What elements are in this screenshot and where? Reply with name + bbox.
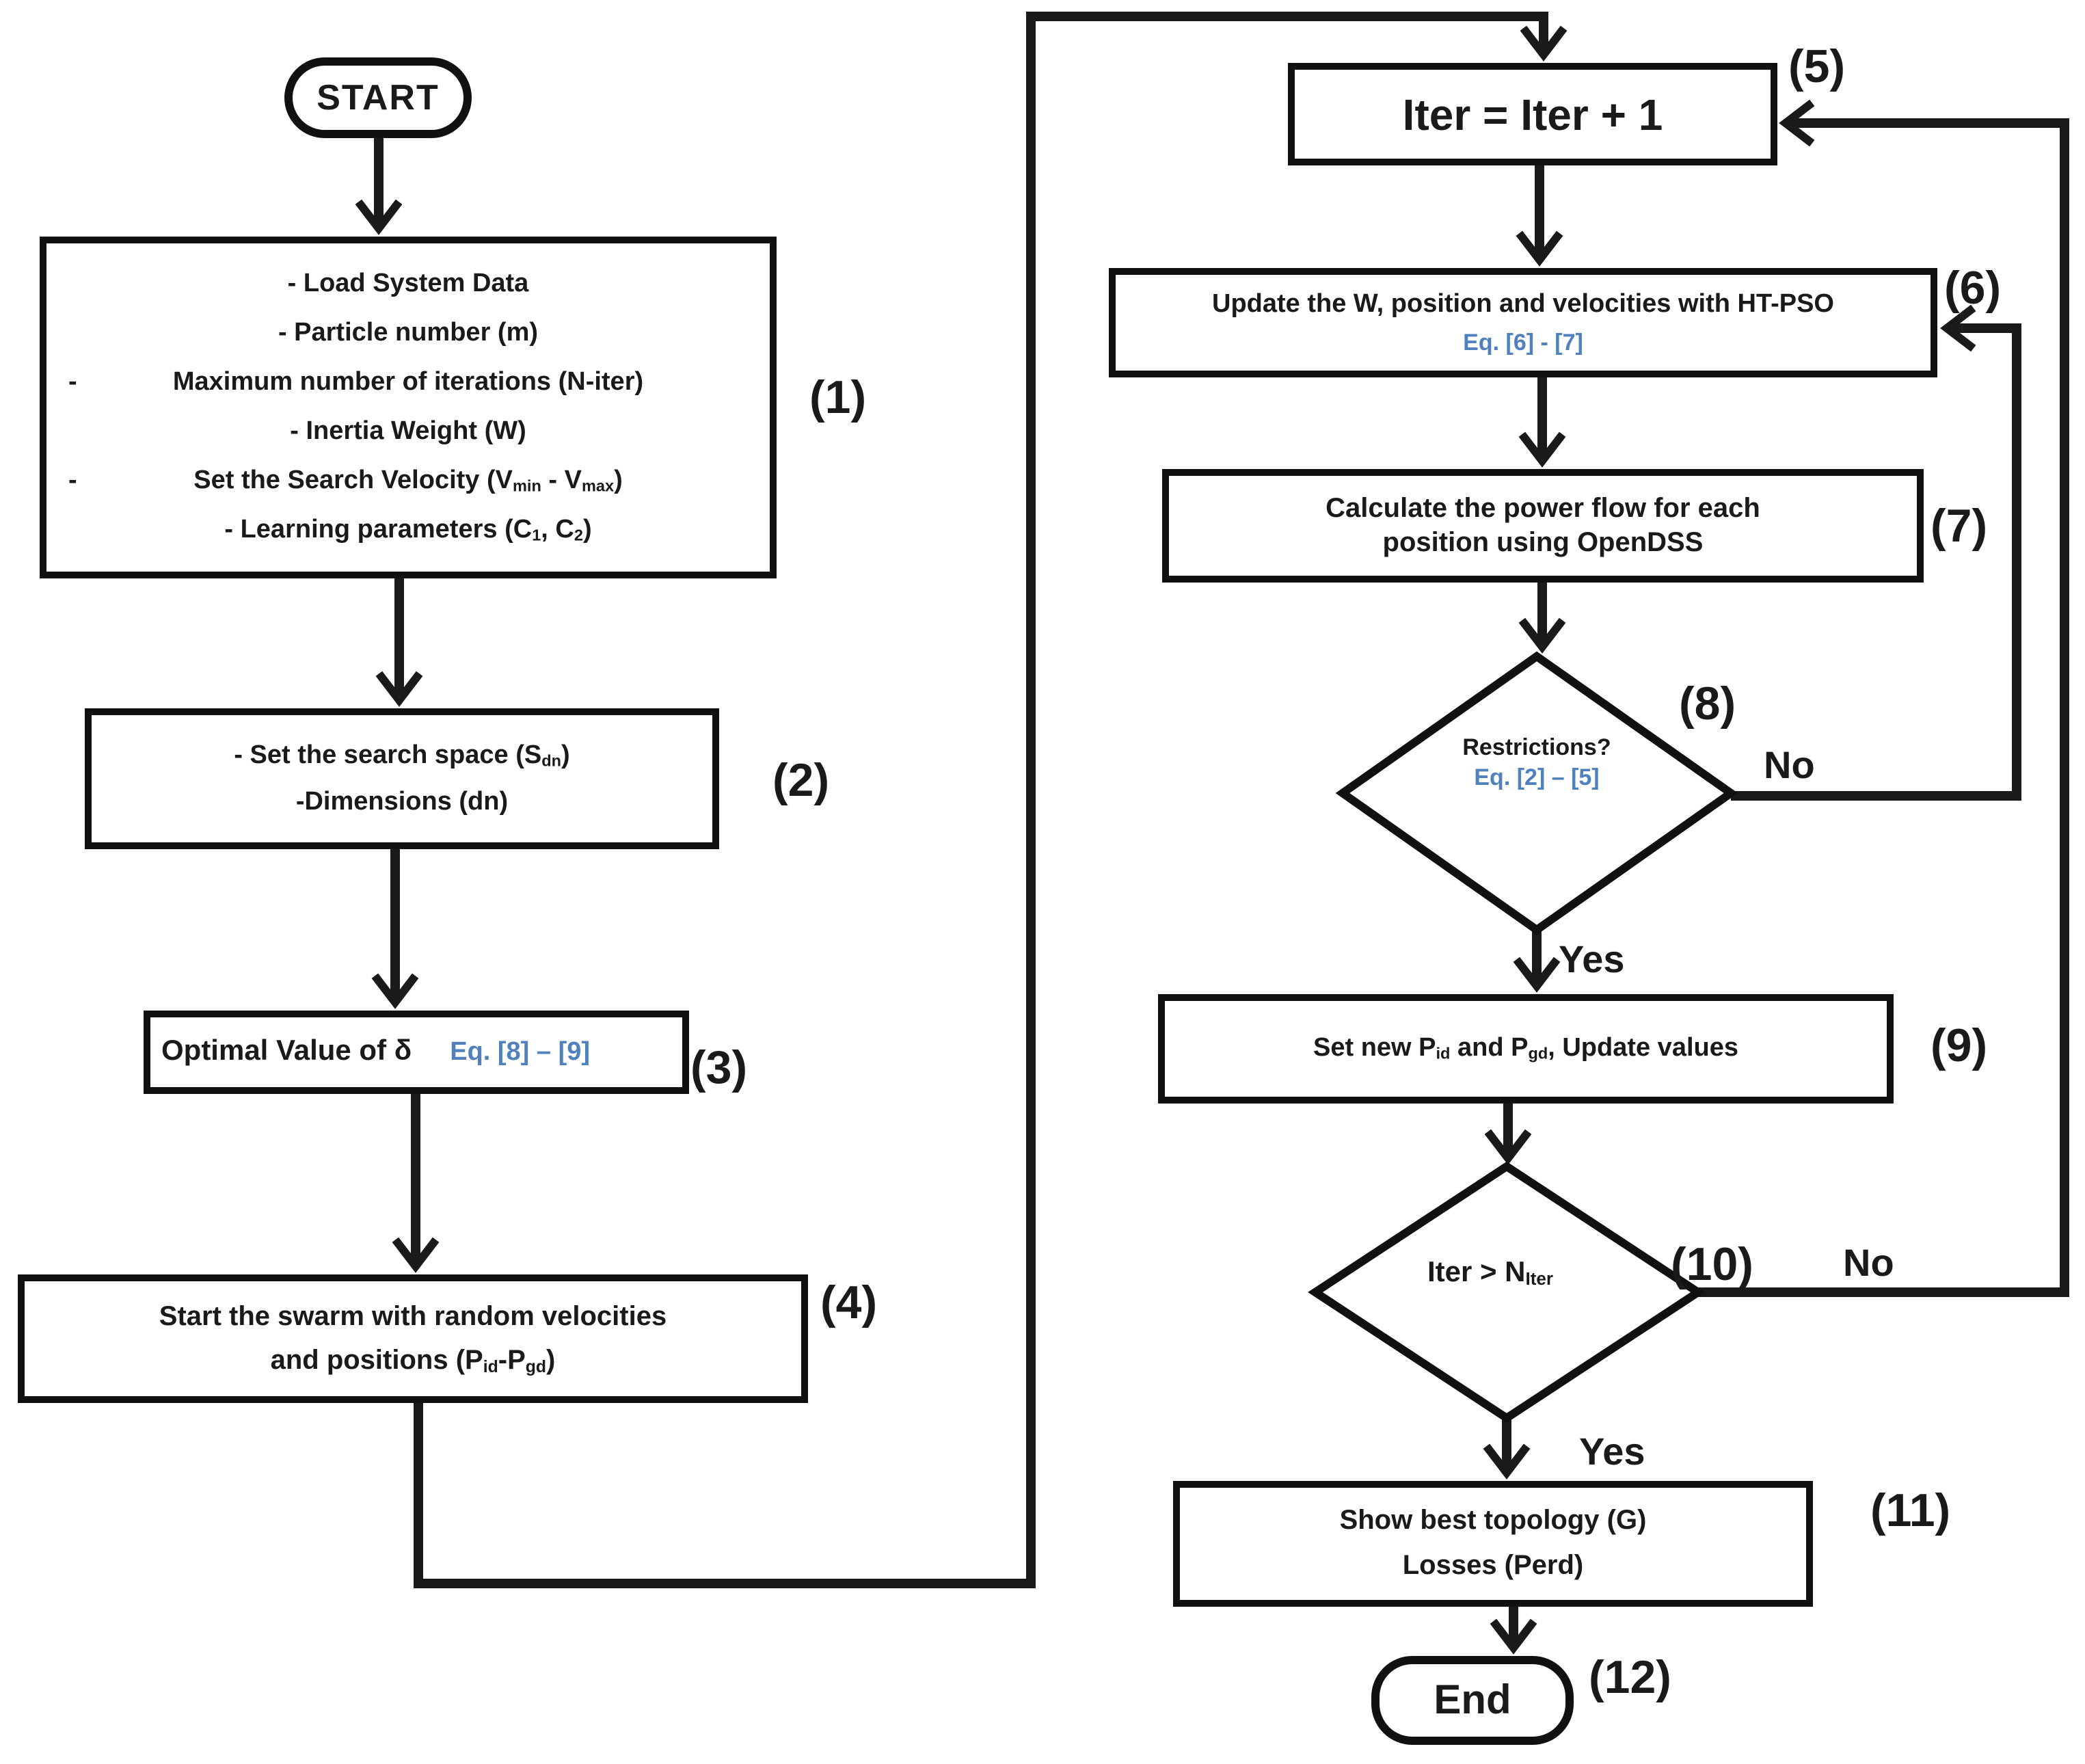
- step-tag-7: (7): [1931, 500, 1988, 552]
- connector-no8-return-to-update: [1731, 304, 2021, 801]
- restrictions-diamond: [1335, 651, 1738, 935]
- best-topology-line-1: Show best topology (G): [1339, 1506, 1647, 1536]
- start-swarm-line-1: Start the swarm with random velocities: [159, 1302, 667, 1332]
- search-space-line-1: - Set the search space (Sdn): [234, 740, 570, 771]
- restrictions-diamond-text: Restrictions? Eq. [2] – [5]: [1343, 733, 1731, 793]
- search-space-box: - Set the search space (Sdn) -Dimensions…: [85, 708, 719, 849]
- step-tag-6: (6): [1944, 263, 2002, 315]
- iteration-increment-box: Iter = Iter + 1: [1288, 63, 1777, 165]
- restrictions-question: Restrictions?: [1462, 734, 1611, 760]
- step-tag-12: (12): [1589, 1652, 1671, 1704]
- power-flow-line-2: position using OpenDSS: [1382, 527, 1704, 557]
- update-htpso-text: Update the W, position and velocities wi…: [1212, 289, 1834, 319]
- connector-swarm-to-iter: [414, 12, 1568, 1588]
- best-topology-line-2: Losses (Perd): [1402, 1551, 1584, 1581]
- start-swarm-line-2: and positions (Pid-Pgd): [270, 1346, 556, 1376]
- init-line-4: - Inertia Weight (W): [290, 416, 526, 446]
- start-label: START: [317, 77, 440, 118]
- step-tag-11: (11): [1870, 1485, 1951, 1537]
- step-tag-5: (5): [1788, 41, 1846, 93]
- iteration-check-diamond: [1308, 1161, 1706, 1424]
- edge-label-yes-itercheck: Yes: [1579, 1430, 1645, 1473]
- step-tag-10: (10): [1671, 1239, 1753, 1291]
- equation-ref: Eq. [2] – [5]: [1474, 764, 1600, 791]
- end-terminal: End: [1371, 1656, 1574, 1745]
- step-tag-1: (1): [809, 372, 867, 424]
- step-tag-9: (9): [1931, 1020, 1988, 1072]
- equation-ref: Eq. [8] – [9]: [450, 1037, 591, 1067]
- init-line-2: - Particle number (m): [278, 319, 539, 347]
- step-tag-8: (8): [1679, 678, 1736, 730]
- optimal-delta-text: Optimal Value of δ: [161, 1035, 412, 1067]
- connector-no10-return-to-iter: [1698, 99, 2069, 1297]
- init-line-1: - Load System Data: [287, 269, 529, 299]
- edge-label-no-restrictions: No: [1764, 744, 1815, 786]
- init-line-6: - Learning parameters (C1, C2): [224, 515, 592, 545]
- start-terminal: START: [284, 57, 472, 138]
- init-line-3: - Maximum number of iterations (N-iter): [52, 366, 764, 399]
- bullet-dash: -: [68, 367, 77, 397]
- set-new-positions-text: Set new Pid and Pgd, Update values: [1313, 1033, 1738, 1063]
- step-tag-4: (4): [820, 1277, 878, 1329]
- end-label: End: [1434, 1677, 1511, 1723]
- update-htpso-box: Update the W, position and velocities wi…: [1109, 268, 1937, 377]
- bullet-dash: -: [68, 466, 77, 495]
- step-tag-3: (3): [690, 1042, 748, 1094]
- init-line-5: - Set the Search Velocity (Vmin - Vmax): [52, 464, 764, 497]
- step-tag-2: (2): [772, 755, 830, 807]
- show-best-topology-box: Show best topology (G) Losses (Perd): [1173, 1481, 1813, 1607]
- set-new-positions-box: Set new Pid and Pgd, Update values: [1158, 994, 1894, 1104]
- init-params-box: - Load System Data - Particle number (m)…: [40, 237, 777, 578]
- search-space-line-2: -Dimensions (dn): [295, 787, 509, 816]
- start-swarm-box: Start the swarm with random velocities a…: [18, 1274, 808, 1403]
- iteration-increment-text: Iter = Iter + 1: [1402, 90, 1663, 139]
- optimal-delta-box: Optimal Value of δ Eq. [8] – [9]: [144, 1011, 689, 1094]
- edge-label-yes-restrictions: Yes: [1559, 938, 1625, 980]
- iteration-check-text: Iter > NIter: [1427, 1257, 1554, 1289]
- power-flow-box: Calculate the power flow for each positi…: [1162, 469, 1924, 583]
- equation-ref: Eq. [6] - [7]: [1463, 330, 1583, 356]
- power-flow-line-1: Calculate the power flow for each: [1326, 493, 1760, 523]
- edge-label-no-itercheck: No: [1843, 1242, 1894, 1284]
